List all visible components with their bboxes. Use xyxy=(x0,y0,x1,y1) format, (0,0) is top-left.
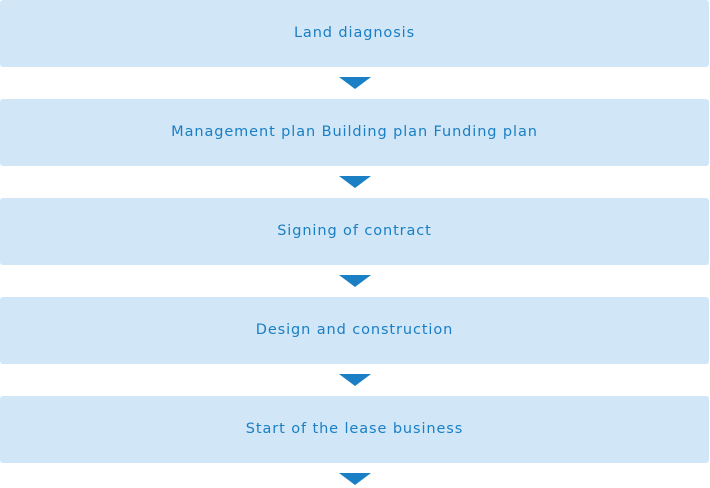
step-design-construction: Design and construction xyxy=(0,297,709,364)
step-label: Design and construction xyxy=(255,322,454,339)
step-label: Signing of contract xyxy=(277,223,432,240)
down-arrow-icon xyxy=(339,374,371,386)
down-arrow-icon xyxy=(339,77,371,89)
step-label: Start of the lease business xyxy=(245,421,464,438)
down-arrow-icon xyxy=(339,473,371,485)
step-start-lease-business: Start of the lease business xyxy=(0,396,709,463)
step-label: Land diagnosis xyxy=(293,25,416,42)
step-signing-contract: Signing of contract xyxy=(0,198,709,265)
step-planning: Management plan Building plan Funding pl… xyxy=(0,99,709,166)
down-arrow-icon xyxy=(339,176,371,188)
step-label: Management plan Building plan Funding pl… xyxy=(171,124,538,141)
down-arrow-icon xyxy=(339,275,371,287)
step-land-diagnosis: Land diagnosis xyxy=(0,0,709,67)
